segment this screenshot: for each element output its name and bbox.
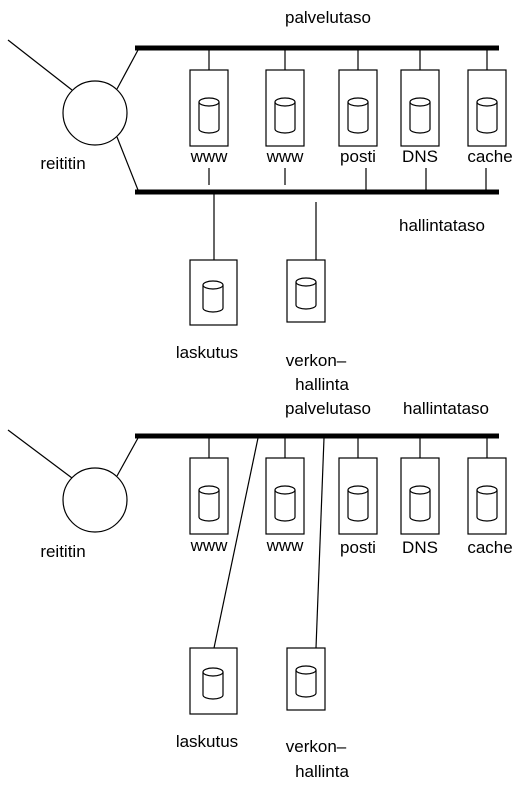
database-icon [202, 667, 224, 700]
mgmt-server-verkonhallinta: verkon– hallinta [286, 437, 349, 781]
router-bus-link [116, 437, 139, 477]
server-www-1: www [189, 438, 229, 555]
router-icon [62, 80, 128, 146]
server-label: www [266, 147, 305, 166]
database-icon [202, 280, 224, 313]
server-posti: posti [338, 438, 378, 557]
database-icon [274, 485, 296, 522]
server-cache: cache [467, 50, 513, 190]
mgmt-server-label-line1: verkon– [286, 351, 347, 370]
database-icon [409, 485, 431, 522]
database-icon [476, 97, 498, 134]
diagram-top: palvelutaso hallintataso reititin www [7, 8, 513, 394]
server-label: www [190, 147, 229, 166]
mgmt-server-label-line1: verkon– [286, 737, 347, 756]
management-bus-label: hallintataso [399, 216, 485, 235]
server-label: posti [340, 147, 376, 166]
router-label: reititin [40, 542, 85, 561]
diagram-bottom: palvelutaso hallintataso reititin www [7, 399, 513, 781]
database-icon [347, 97, 369, 134]
uplink-line [7, 39, 73, 91]
mgmt-link [213, 437, 259, 649]
mgmt-server-laskutus: laskutus [176, 437, 259, 751]
uplink-line [7, 429, 73, 479]
service-bus-label: palvelutaso [285, 399, 371, 418]
router: reititin [7, 39, 139, 191]
mgmt-server-label-line2: hallinta [295, 762, 349, 781]
server-cache: cache [467, 438, 513, 557]
database-icon [476, 485, 498, 522]
database-icon [198, 485, 220, 522]
mgmt-link [315, 437, 325, 649]
server-dns: DNS [400, 438, 440, 557]
server-label: www [190, 536, 229, 555]
database-icon [347, 485, 369, 522]
server-www-2: www [265, 50, 305, 185]
router: reititin [7, 429, 139, 561]
router-icon [62, 467, 128, 533]
server-www-1: www [189, 50, 229, 185]
database-icon [198, 97, 220, 134]
database-icon [295, 277, 317, 310]
management-bus-label: hallintataso [403, 399, 489, 418]
server-www-2: www [265, 438, 305, 555]
server-dns: DNS [400, 50, 440, 190]
service-bus-label: palvelutaso [285, 8, 371, 27]
mgmt-server-laskutus: laskutus [176, 194, 238, 362]
mgmt-server-label: laskutus [176, 732, 238, 751]
mgmt-server-label-line2: hallinta [295, 375, 349, 394]
router-service-link [116, 49, 139, 90]
mgmt-server-label: laskutus [176, 343, 238, 362]
database-icon [409, 97, 431, 134]
server-label: www [266, 536, 305, 555]
router-management-link [116, 136, 139, 191]
mgmt-server-verkonhallinta: verkon– hallinta [286, 202, 349, 394]
router-label: reititin [40, 154, 85, 173]
server-label: DNS [402, 538, 438, 557]
database-icon [295, 665, 317, 698]
server-label: posti [340, 538, 376, 557]
server-label: DNS [402, 147, 438, 166]
server-label: cache [467, 147, 512, 166]
server-posti: posti [338, 50, 378, 190]
server-label: cache [467, 538, 512, 557]
database-icon [274, 97, 296, 134]
